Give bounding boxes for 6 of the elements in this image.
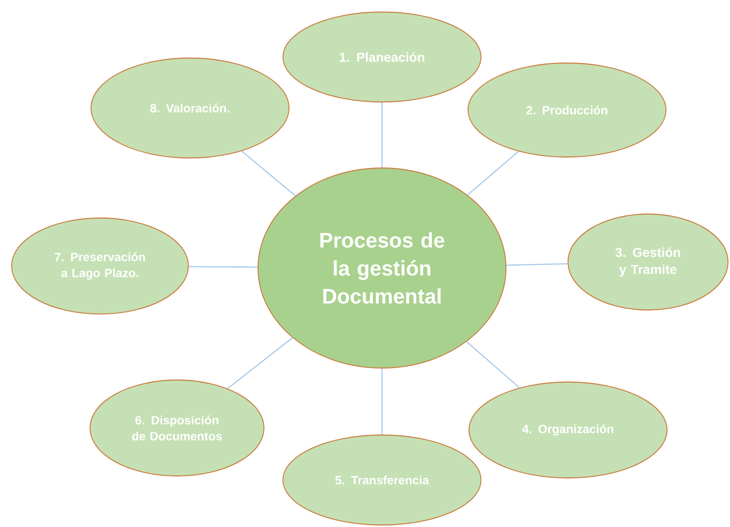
- connector-line: [506, 263, 568, 266]
- connector-line: [466, 341, 520, 388]
- connector-line: [241, 150, 296, 196]
- connector-line: [227, 337, 294, 389]
- connector-line: [188, 266, 258, 268]
- connector-line: [466, 150, 519, 196]
